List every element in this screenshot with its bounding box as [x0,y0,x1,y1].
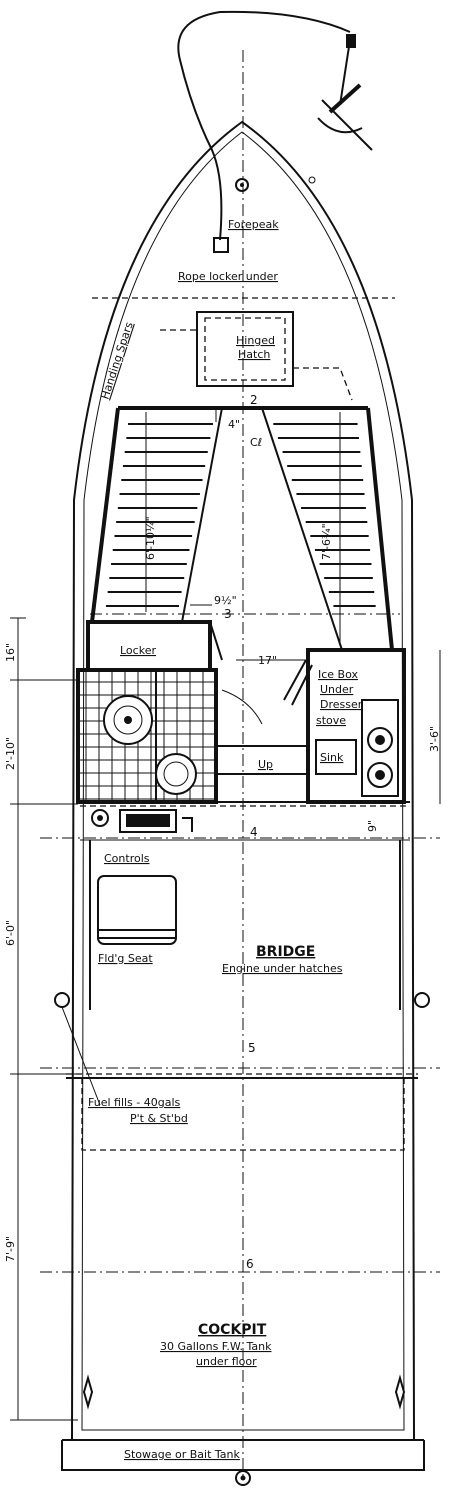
dim-4in: 4" [228,418,240,431]
ice-box-label-3: Dresser [320,698,363,711]
dim-6-0: 6'-0" [4,920,17,946]
anchor-icon [317,34,373,151]
dim-9half: 9½" [214,594,237,607]
tank-label-2: under floor [196,1355,257,1368]
stowage-label: Stowage or Bait Tank [124,1448,241,1461]
dim-17: 17" [258,654,277,667]
anchor-rope [177,10,351,241]
dim-2-10: 2'-10" [4,737,17,770]
fuel-fills-label-1: Fuel fills - 40gals [88,1096,181,1109]
ice-box-label-1: Ice Box [318,668,358,681]
dim-3-6: 3'-6" [428,726,441,752]
hinged-hatch-label-2: Hatch [238,348,270,361]
basin-icon [155,753,197,795]
stern-cleat-icon [82,1374,406,1410]
stern-fitting-icon [235,1470,251,1486]
cockpit-well [81,1078,405,1151]
dim-7-9: 7'-9" [4,1236,17,1262]
bow-cleat-icon [213,176,316,253]
up-label: Up [258,758,273,771]
controls-label: Controls [104,852,150,865]
folding-seat-icon [97,875,177,945]
rope-locker-label: Rope locker under [178,270,278,283]
fuel-fill-icon [54,992,430,1106]
dim-9: 9" [366,820,379,832]
dim-16: 16" [4,643,17,662]
hinged-hatch [160,311,353,401]
bridge-label: BRIDGE [256,944,315,960]
berth-slats [105,423,376,607]
dim-6-10: 6'-10¼" [144,516,157,560]
sink-label: Sink [320,751,344,764]
folding-seat-label: Fld'g Seat [98,952,153,965]
cockpit-label: COCKPIT [198,1322,267,1338]
station-lines [40,613,440,1273]
tank-label-1: 30 Gallons F.W. Tank [160,1340,272,1353]
dim-7-6: 7'-6¾" [320,523,333,560]
toilet-icon [103,695,153,745]
fuel-fills-label-2: P't & St'bd [130,1112,188,1125]
controls-icon [91,809,193,833]
berth-outlines [90,406,394,651]
dim-centerline: Cℓ [250,436,262,449]
hinged-hatch-label-1: Hinged [236,334,275,347]
station-4: 4 [250,825,258,839]
bridge-side-rails [80,839,410,1010]
station-6: 6 [246,1257,254,1271]
stove-icon [367,727,393,788]
station-2: 2 [250,393,258,407]
station-3: 3 [224,607,232,621]
ice-box-label-2: Under [320,683,354,696]
locker-label: Locker [120,644,156,657]
engine-label: Engine under hatches [222,962,343,975]
station-5: 5 [248,1041,256,1055]
stove-label: stove [316,714,346,727]
dimension-lines [10,410,441,1421]
forepeak-label: Forepeak [228,218,279,231]
companion-steps [215,659,313,803]
